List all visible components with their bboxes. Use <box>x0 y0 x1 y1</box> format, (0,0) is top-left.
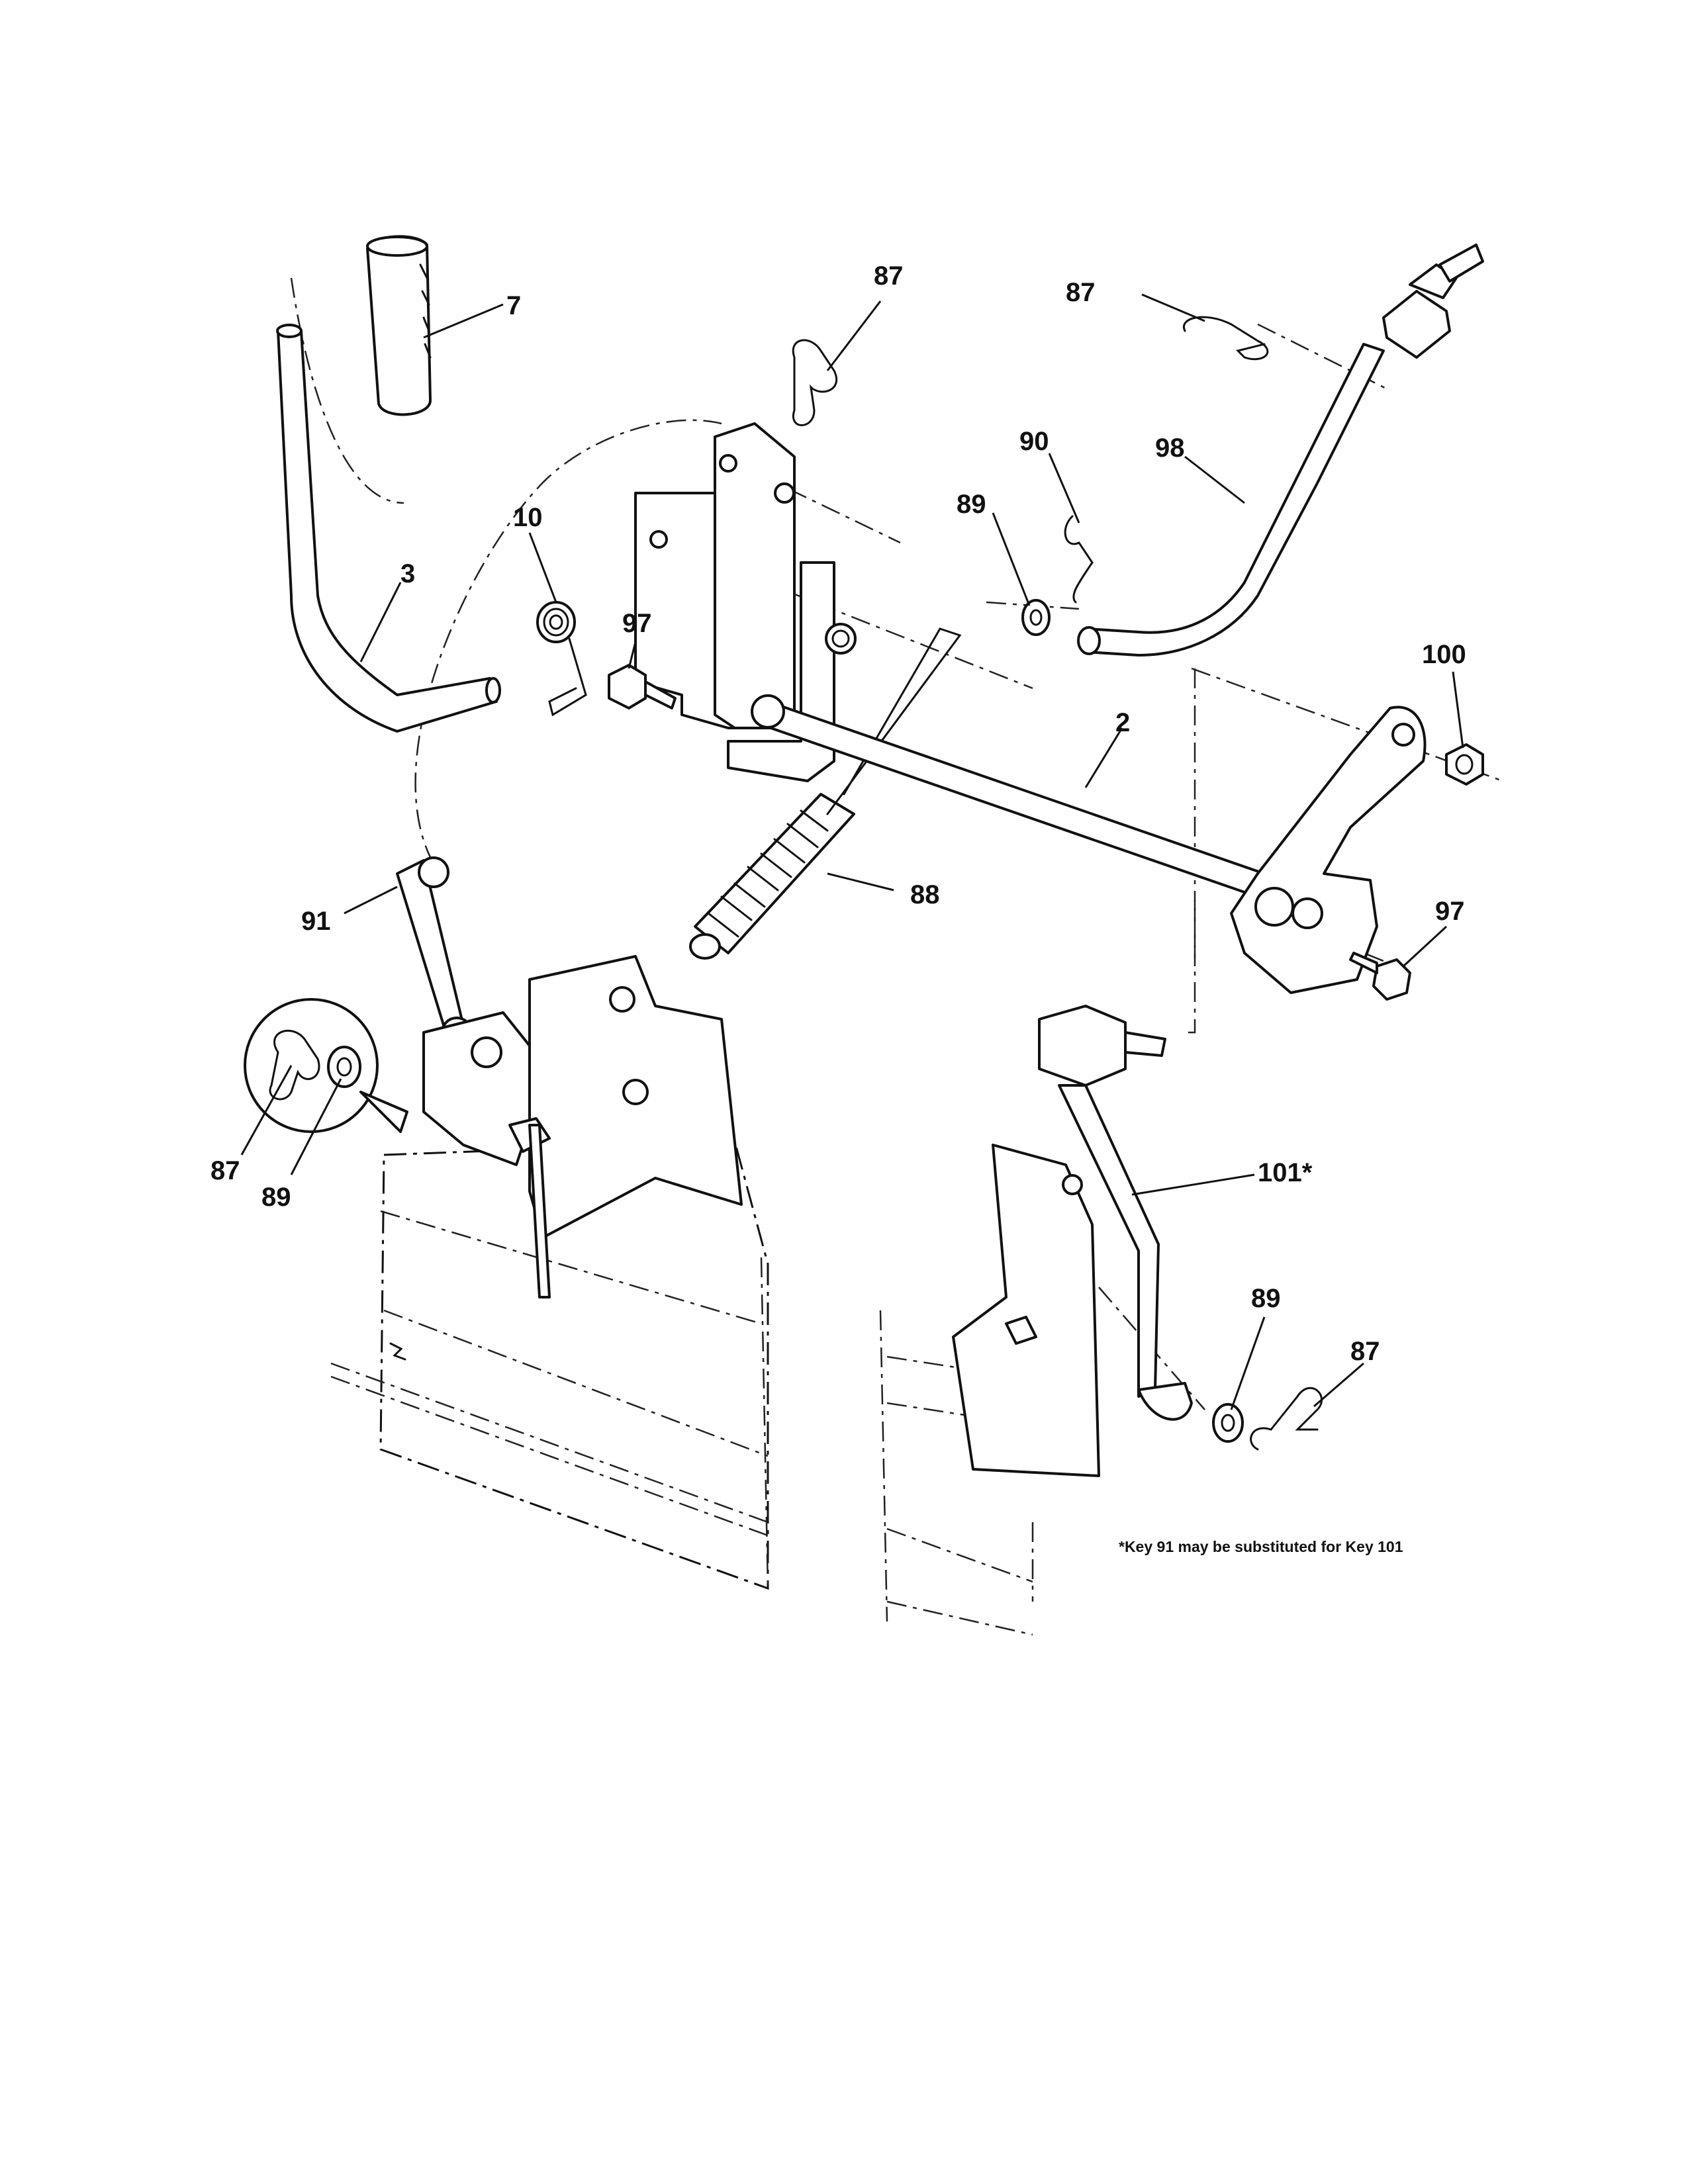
bolt-part-97-right <box>1349 952 1411 1001</box>
clip-part-87-bottom-right <box>1250 1387 1323 1451</box>
callout-100: 100 <box>1422 640 1466 669</box>
callout-98: 98 <box>1155 433 1185 463</box>
washer-part-89-top <box>1021 599 1051 636</box>
callout-91: 91 <box>301 907 331 936</box>
washer-part-89-bottom <box>1212 1403 1244 1443</box>
callout-97-left: 97 <box>622 609 652 638</box>
link-rod-part-101 <box>1038 1005 1193 1421</box>
callout-10: 10 <box>513 503 543 532</box>
detail-inset <box>244 998 408 1133</box>
right-hanger-bracket <box>952 1144 1100 1477</box>
callout-87-inset: 87 <box>211 1156 240 1185</box>
callout-3: 3 <box>400 559 415 588</box>
adjuster-fitting <box>1382 244 1484 359</box>
rod-part-98 <box>1077 343 1385 657</box>
clip-part-87-top-right <box>1182 316 1269 361</box>
callout-88: 88 <box>910 880 940 909</box>
lift-handle-part-3 <box>276 324 501 733</box>
torsion-spring-part-10 <box>536 601 587 717</box>
callout-97-right: 97 <box>1435 897 1465 926</box>
callout-labels: 7 87 87 90 98 89 10 3 97 100 2 88 91 97 … <box>211 261 1466 1366</box>
grip-part-7 <box>366 235 432 416</box>
left-deck-frame <box>330 1140 769 1590</box>
left-hanger-bracket <box>422 955 743 1298</box>
clip-part-90 <box>1064 515 1094 604</box>
callout-7: 7 <box>506 291 521 320</box>
footnote: *Key 91 may be substituted for Key 101 <box>1119 1538 1403 1555</box>
extension-spring-part-88 <box>689 627 962 960</box>
callout-2: 2 <box>1115 708 1130 737</box>
right-lift-arm <box>1230 705 1427 994</box>
clip-part-87-top-left <box>792 339 838 426</box>
callout-90: 90 <box>1019 427 1049 456</box>
lift-shaft-part-2 <box>751 694 1266 898</box>
callout-87-top-left: 87 <box>874 261 904 291</box>
leader-lines <box>240 293 1464 1410</box>
callout-101: 101* <box>1258 1158 1313 1187</box>
callout-87-bottom: 87 <box>1350 1337 1380 1366</box>
nut-part-100 <box>1445 743 1484 786</box>
link-rod-part-91 <box>396 856 473 1048</box>
callout-89-bottom: 89 <box>1251 1284 1281 1313</box>
right-deck-frame <box>879 1310 1034 1636</box>
callout-89-inset: 89 <box>261 1183 291 1212</box>
callout-87-top-right: 87 <box>1066 278 1096 307</box>
callout-89-top: 89 <box>957 490 986 519</box>
